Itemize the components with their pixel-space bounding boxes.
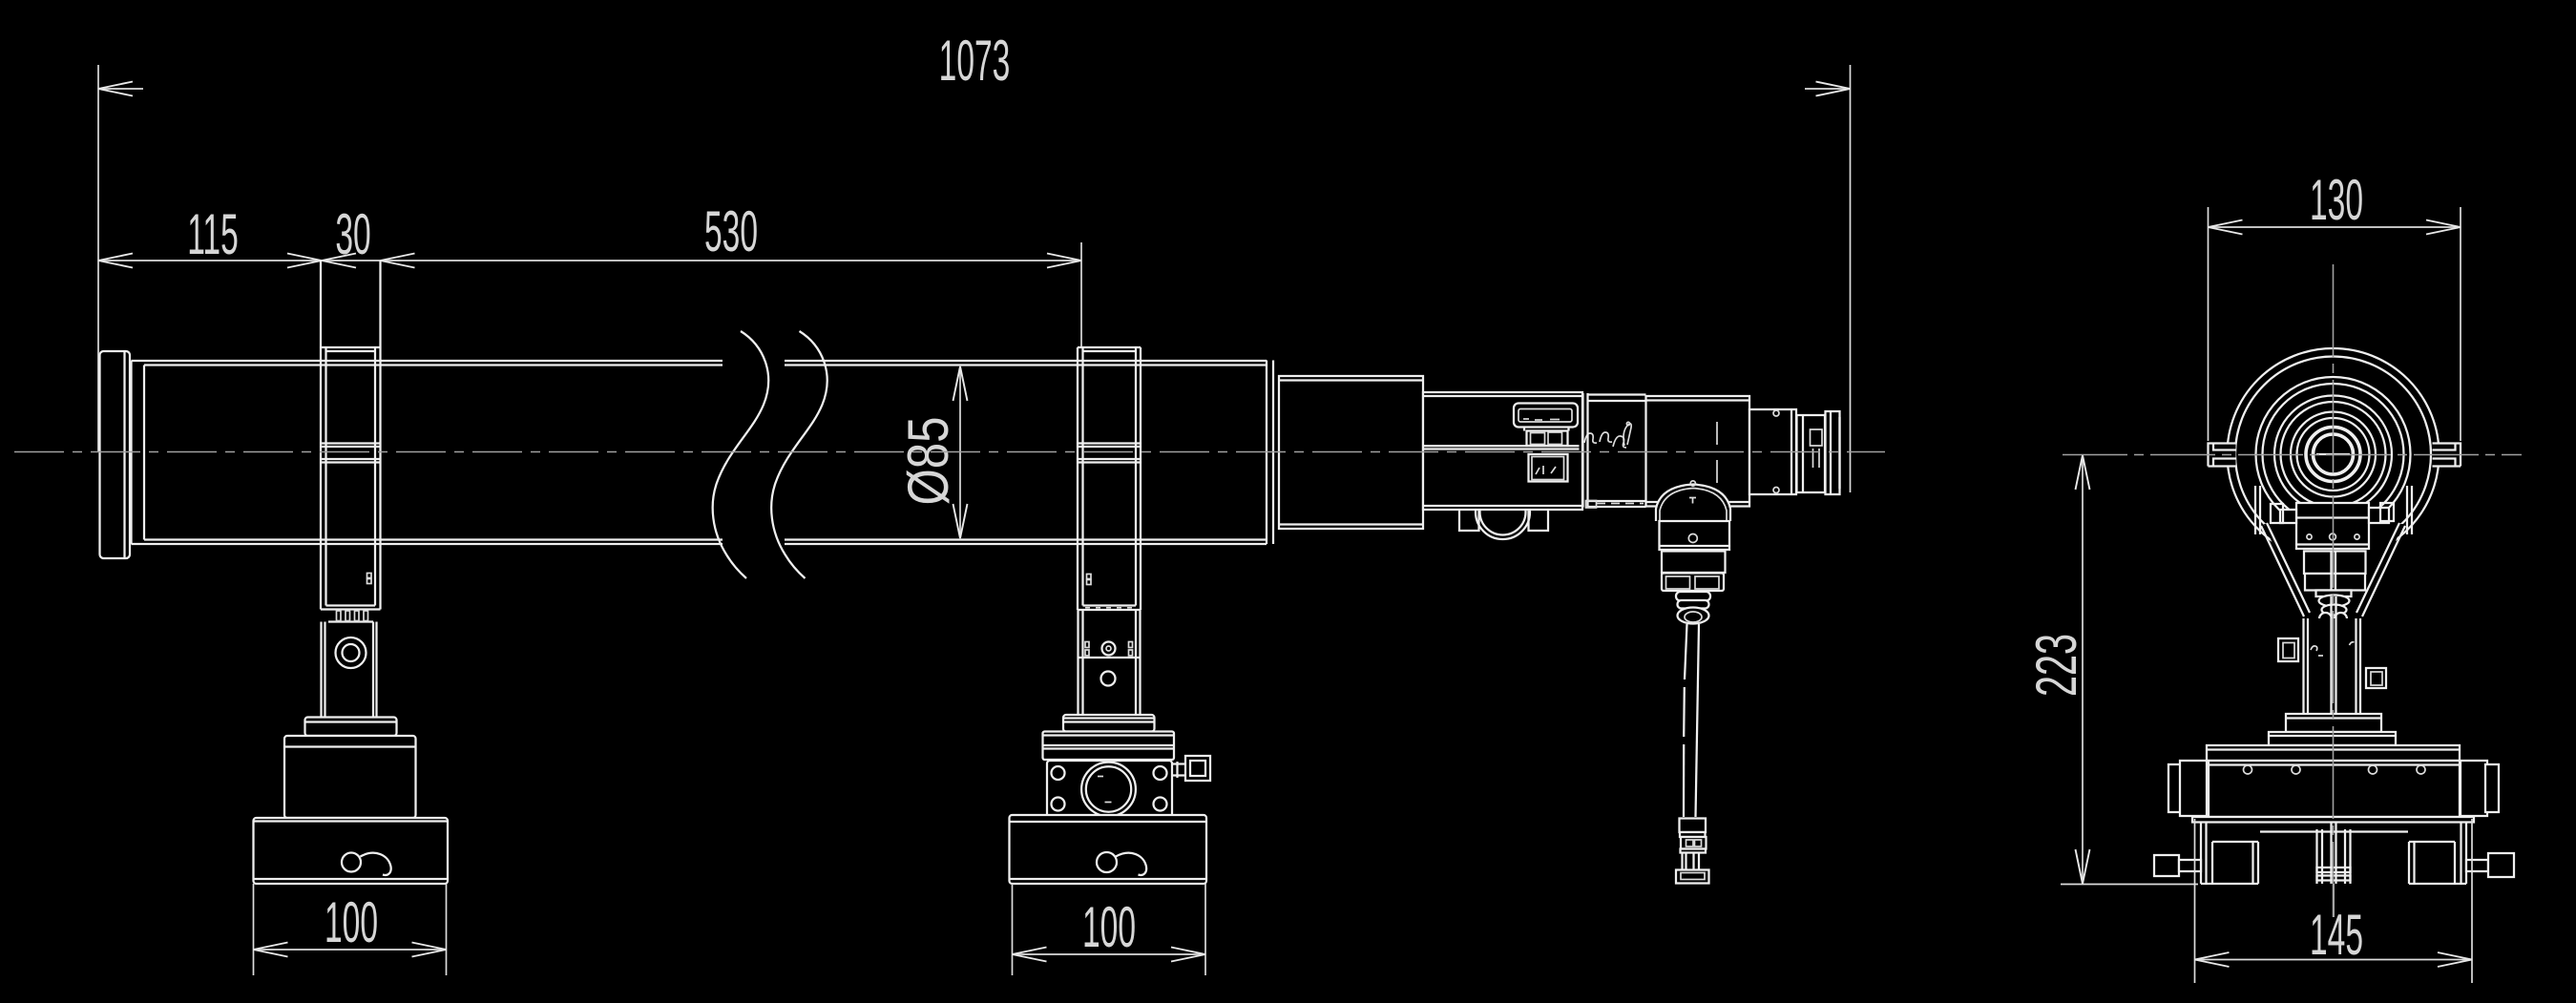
svg-text:100: 100 (325, 891, 378, 955)
svg-text:115: 115 (187, 203, 239, 267)
svg-text:223: 223 (2024, 634, 2088, 697)
svg-text:130: 130 (2310, 169, 2363, 233)
svg-text:Ø85: Ø85 (895, 417, 960, 506)
svg-text:30: 30 (335, 203, 370, 267)
svg-text:100: 100 (1082, 896, 1136, 960)
svg-text:145: 145 (2310, 904, 2363, 968)
svg-text:530: 530 (704, 200, 758, 264)
svg-text:1073: 1073 (939, 30, 1011, 94)
